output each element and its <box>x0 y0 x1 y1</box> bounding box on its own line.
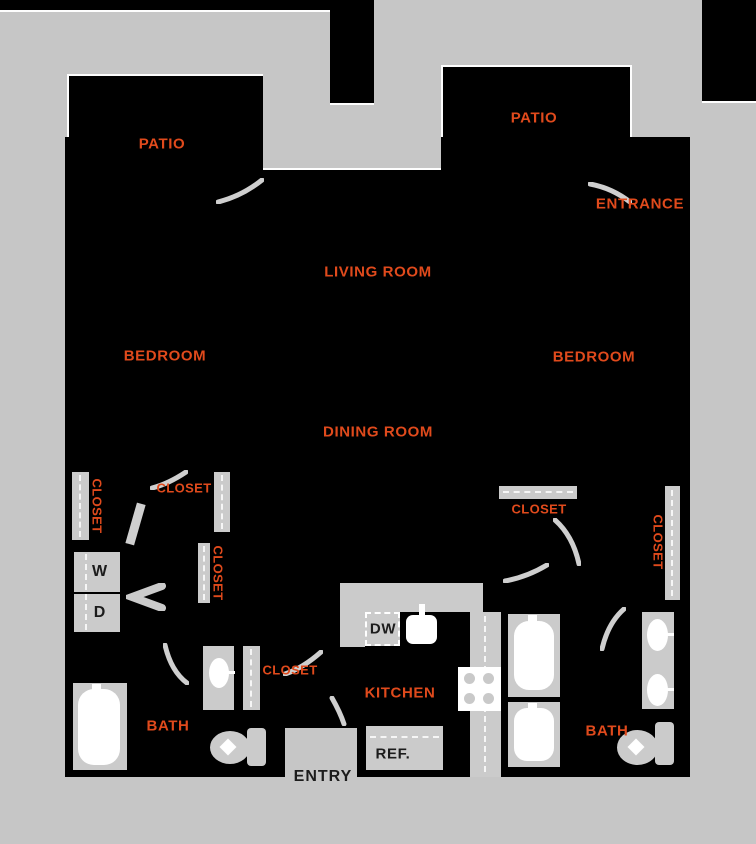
closet-label-bath-left-linen: CLOSET <box>262 662 318 678</box>
door-swing-arc <box>553 518 581 566</box>
unit-shoulder-left <box>65 137 263 170</box>
vanity-sink <box>209 658 229 688</box>
toilet-tank <box>247 728 266 766</box>
door-swing-arc <box>216 178 264 204</box>
sink-faucet <box>666 688 674 691</box>
dishwasher-box <box>365 612 400 646</box>
hairline <box>630 65 632 137</box>
burner-icon <box>464 673 475 684</box>
washer-label: W <box>91 563 109 580</box>
wall-top-right-block <box>702 0 756 101</box>
bathtub-basin <box>514 708 554 761</box>
door-swing-arc <box>283 650 323 676</box>
washer-box <box>74 552 120 592</box>
door-track <box>203 546 205 600</box>
shower-tub-basin <box>514 621 554 690</box>
closet-label-hall-lower: CLOSET <box>210 545 226 601</box>
burner-icon <box>483 673 494 684</box>
entry-label: ENTRY <box>293 768 353 785</box>
room-label-patio-right: PATIO <box>510 109 558 127</box>
unit-body <box>65 170 690 777</box>
toilet-tank <box>655 722 674 765</box>
kitchen-sink <box>406 615 437 644</box>
kitchen-counter-left <box>340 583 365 647</box>
dishwasher-label: DW <box>369 620 397 638</box>
burner-icon <box>464 693 475 704</box>
wd-door-track <box>85 554 87 630</box>
hairline <box>67 74 69 137</box>
door-track <box>79 475 81 537</box>
door-track <box>250 649 252 707</box>
refrigerator-dash <box>370 736 439 738</box>
door-swing-arc <box>600 607 626 651</box>
door-swing-arc <box>163 643 189 685</box>
room-label-dining-room: DINING ROOM <box>323 423 433 441</box>
wall-top-bar <box>0 0 330 10</box>
sink-faucet <box>666 633 674 636</box>
refrigerator-label: REF. <box>375 745 411 763</box>
door-track <box>671 490 673 596</box>
stove <box>458 667 501 711</box>
room-label-bath-right: BATH <box>585 722 629 740</box>
hairline <box>441 65 443 137</box>
hairline <box>441 65 632 67</box>
hairline <box>330 103 374 105</box>
hairline <box>67 74 263 76</box>
door-swing-arc <box>588 182 632 204</box>
room-label-bedroom-left: BEDROOM <box>123 347 207 365</box>
dryer-label: D <box>93 604 107 621</box>
closet-label-bedroom-left-wall: CLOSET <box>89 478 105 534</box>
bathtub-basin <box>78 689 120 765</box>
hairline <box>702 101 756 103</box>
room-label-bath-left: BATH <box>146 717 190 735</box>
door-track <box>221 475 223 529</box>
bifold-door-icon <box>126 583 166 611</box>
door-swing-arc <box>329 696 347 726</box>
closet-label-bedroom-right-wall: CLOSET <box>650 514 666 570</box>
tub-faucet <box>528 703 537 711</box>
room-label-kitchen: KITCHEN <box>364 684 436 702</box>
tub-faucet <box>528 615 537 623</box>
door-swing-arc <box>150 470 188 490</box>
sink-faucet <box>227 671 235 674</box>
dryer-box <box>74 594 120 632</box>
wall-top-notch <box>330 0 374 103</box>
closet-label-bedroom-right-hall: CLOSET <box>511 501 567 517</box>
hairline <box>263 168 441 170</box>
hairline <box>0 10 330 12</box>
room-label-living-room: LIVING ROOM <box>324 263 432 281</box>
burner-icon <box>483 693 494 704</box>
sink-faucet <box>419 604 425 617</box>
room-label-entrance: ENTRANCE <box>595 195 685 213</box>
door-swing-arc <box>503 563 549 583</box>
refrigerator-box <box>366 726 443 770</box>
entry-vestibule <box>285 728 357 792</box>
door-track <box>503 491 573 493</box>
patio-left-area <box>67 74 263 137</box>
room-label-bedroom-right: BEDROOM <box>552 348 636 366</box>
vanity-sink <box>647 619 668 651</box>
closet-label-hall-upper: CLOSET <box>156 480 212 496</box>
tub-faucet <box>92 684 101 692</box>
unit-shoulder-right <box>441 137 690 170</box>
room-label-patio-left: PATIO <box>138 135 186 153</box>
patio-right-area <box>441 65 632 137</box>
vanity-sink <box>647 674 668 706</box>
